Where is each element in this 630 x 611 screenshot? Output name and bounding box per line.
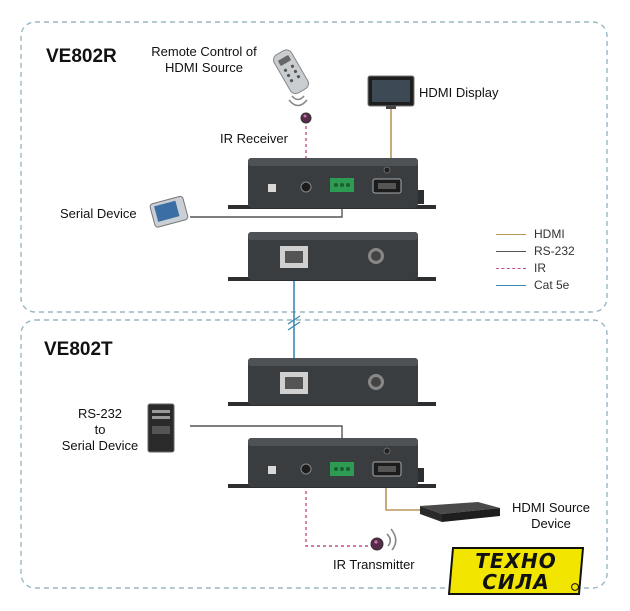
- legend-label: HDMI: [534, 227, 565, 241]
- ir-transmitter-icon: [370, 528, 397, 551]
- receiver-lan-unit: [228, 232, 436, 281]
- transmitter-section-box: [20, 319, 608, 589]
- transmitter-lan-unit: [228, 358, 436, 406]
- cat5e-break-mark: [287, 315, 301, 325]
- ir-signal-waves-icon: [288, 95, 308, 107]
- legend-label: Cat 5e: [534, 278, 570, 292]
- logo-line1: ТЕХНО: [475, 549, 557, 573]
- logo-background: [447, 547, 585, 595]
- hdmi-cable-source: [385, 482, 420, 511]
- legend-label: IR: [534, 261, 546, 275]
- rs232-serial-device-label: RS-232 to Serial Device: [61, 406, 139, 453]
- ir-receiver-sensor-icon: [300, 112, 312, 124]
- remote-control-label: Remote Control of HDMI Source: [151, 44, 257, 75]
- receiver-section-box: [20, 21, 608, 313]
- transmitter-io-unit: [228, 438, 436, 488]
- hdmi-source-device-icon: [420, 502, 500, 522]
- legend-swatch-ir: [496, 268, 526, 269]
- serial-device-label: Serial Device: [60, 206, 137, 221]
- hdmi-display-icon: [367, 75, 415, 109]
- pc-tower-icon: [147, 403, 175, 453]
- transmitter-section-title: VE802T: [44, 339, 113, 360]
- receiver-io-unit: [228, 158, 436, 209]
- receiver-section-title: VE802R: [46, 46, 117, 67]
- ir-cable-transmitter: [305, 485, 372, 547]
- ir-receiver-label: IR Receiver: [220, 131, 288, 146]
- legend-swatch-cat5e: [496, 285, 526, 286]
- hdmi-display-label: HDMI Display: [419, 85, 499, 100]
- tekhnosila-logo: ТЕХНО СИЛА: [447, 546, 585, 596]
- remote-control-icon: [273, 49, 309, 95]
- hdmi-source-device-label: HDMI Source Device: [511, 500, 591, 531]
- logo-line2: СИЛА: [482, 570, 550, 594]
- legend-swatch-rs232: [496, 251, 526, 252]
- ir-transmitter-label: IR Transmitter: [333, 557, 415, 572]
- legend-label: RS-232: [534, 244, 575, 258]
- legend-swatch-hdmi: [496, 234, 526, 235]
- serial-device-icon: [149, 195, 189, 228]
